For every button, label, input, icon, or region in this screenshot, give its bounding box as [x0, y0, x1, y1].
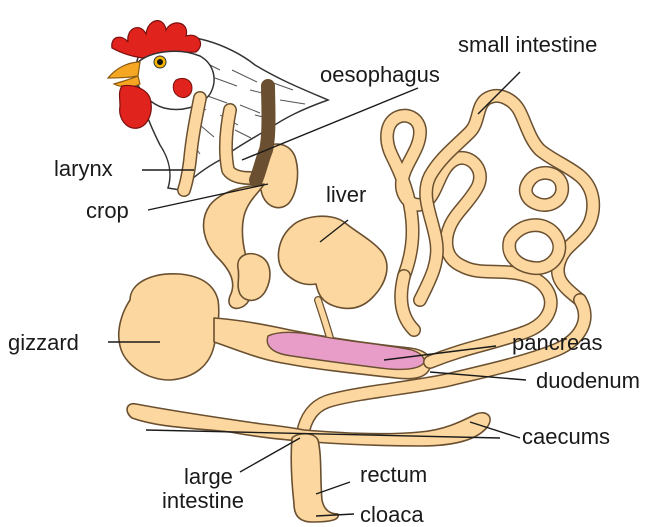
label-small-intestine: small intestine	[458, 32, 597, 57]
label-large-intestine-line1: large	[184, 464, 233, 489]
label-cloaca: cloaca	[360, 502, 424, 527]
digestive-tract	[119, 86, 593, 522]
large-intestine	[291, 434, 338, 522]
label-crop: crop	[86, 198, 129, 223]
label-gizzard: gizzard	[8, 330, 79, 355]
label-liver: liver	[326, 182, 366, 207]
label-duodenum: duodenum	[536, 368, 640, 393]
gizzard	[119, 274, 219, 380]
label-rectum: rectum	[360, 462, 427, 487]
label-larynx: larynx	[54, 156, 113, 181]
label-large-intestine-line2: intestine	[162, 488, 244, 513]
label-pancreas: pancreas	[512, 330, 603, 355]
beak	[108, 62, 140, 78]
ear-lobe	[173, 78, 192, 97]
liver	[278, 216, 387, 308]
label-caecums: caecums	[522, 424, 610, 449]
label-oesophagus: oesophagus	[320, 62, 440, 87]
wattle	[120, 86, 152, 129]
pupil	[157, 59, 163, 65]
